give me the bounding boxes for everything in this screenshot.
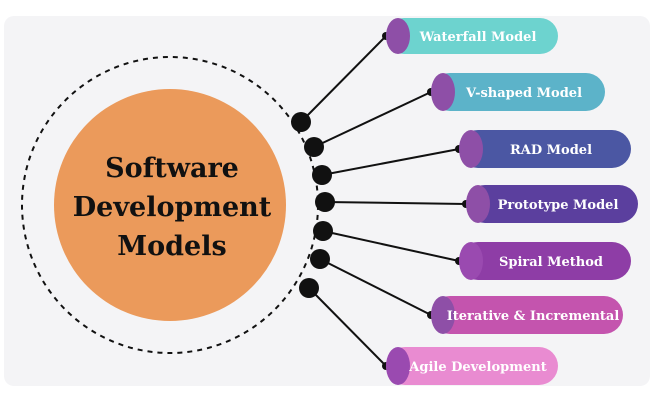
model-pill: Spiral Method — [459, 242, 631, 280]
model-pill-cap — [431, 73, 455, 111]
model-pill-body — [459, 130, 631, 168]
model-pill-label: Agile Development — [408, 360, 546, 375]
model-pill-body — [431, 296, 623, 334]
model-pill-cap — [459, 242, 483, 280]
model-pill: V-shaped Model — [431, 73, 605, 111]
center-title-line-1: Software — [105, 153, 239, 184]
connector-line — [324, 201, 467, 205]
center-title-line-3: Models — [117, 231, 226, 262]
model-pill-label: RAD Model — [510, 143, 592, 158]
model-pill-label: Waterfall Model — [419, 30, 537, 45]
model-pill-body — [431, 73, 605, 111]
model-pill: Iterative & Incremental — [431, 296, 623, 334]
model-pill: Agile Development — [386, 347, 558, 385]
model-pill-body — [459, 242, 631, 280]
model-pill-label: Prototype Model — [498, 198, 619, 213]
connector-line — [321, 148, 460, 176]
model-pill-cap — [386, 347, 410, 385]
model-pill-body — [466, 185, 638, 223]
center-circle — [54, 89, 286, 321]
node-dot — [299, 278, 319, 298]
model-pill-cap — [386, 18, 410, 54]
node-dot — [310, 249, 330, 269]
model-pill-label: Spiral Method — [499, 255, 603, 270]
model-pill-body — [386, 347, 558, 385]
model-pill: RAD Model — [459, 130, 631, 168]
node-dot — [291, 112, 311, 132]
model-pill-label: Iterative & Incremental — [447, 309, 620, 324]
connector-line — [300, 35, 387, 123]
model-pill-cap — [466, 185, 490, 223]
node-dot — [315, 192, 335, 212]
node-dot — [312, 165, 332, 185]
center-title-line-2: Development — [73, 192, 272, 223]
connector-line — [313, 91, 432, 148]
model-pill-cap — [431, 296, 455, 334]
connector-line — [308, 287, 387, 367]
model-pill: Prototype Model — [466, 185, 638, 223]
model-pill: Waterfall Model — [386, 18, 558, 54]
node-dot — [313, 221, 333, 241]
connector-line — [319, 258, 432, 316]
model-pill-cap — [459, 130, 483, 168]
model-pill-body — [386, 18, 558, 54]
node-dot — [304, 137, 324, 157]
model-pill-label: V-shaped Model — [465, 86, 582, 101]
connector-line — [322, 230, 460, 262]
